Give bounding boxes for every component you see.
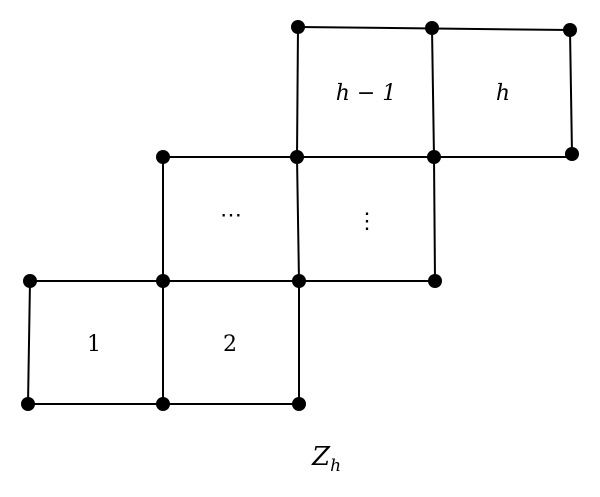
vertex: [291, 20, 305, 34]
vertex: [425, 21, 439, 35]
vertical-ellipsis: ⋮: [356, 209, 378, 234]
caption-main: Z: [311, 442, 331, 472]
edge-row1-vertical-mid: [431, 27, 435, 158]
vertex: [156, 274, 170, 288]
vertices: [21, 20, 579, 411]
vertex: [23, 274, 37, 288]
vertex: [156, 150, 170, 164]
edge-row1-vertical-right: [569, 29, 573, 155]
edge-row2-vertical-right: [433, 156, 436, 282]
vertex: [156, 397, 170, 411]
cell-label-2: 2: [223, 332, 237, 357]
caption-subscript: h: [330, 456, 341, 476]
vertex: [290, 150, 304, 164]
vertex: [292, 274, 306, 288]
edge-row3-vertical-left: [27, 280, 31, 405]
vertex: [21, 397, 35, 411]
vertex: [292, 397, 306, 411]
cell-label-1: 1: [87, 332, 101, 357]
vertex: [428, 274, 442, 288]
vertex: [427, 150, 441, 164]
cell-label-h: h: [496, 81, 510, 106]
vertex: [565, 147, 579, 161]
figure-caption: Zh: [311, 442, 341, 476]
edges: [27, 26, 573, 405]
vertex: [563, 23, 577, 37]
edge-row2-vertical-mid: [296, 156, 300, 282]
edge-row1-vertical-left: [296, 26, 299, 158]
horizontal-ellipsis: ⋯: [220, 203, 242, 228]
cell-label-h-minus-1: h − 1: [336, 81, 397, 106]
